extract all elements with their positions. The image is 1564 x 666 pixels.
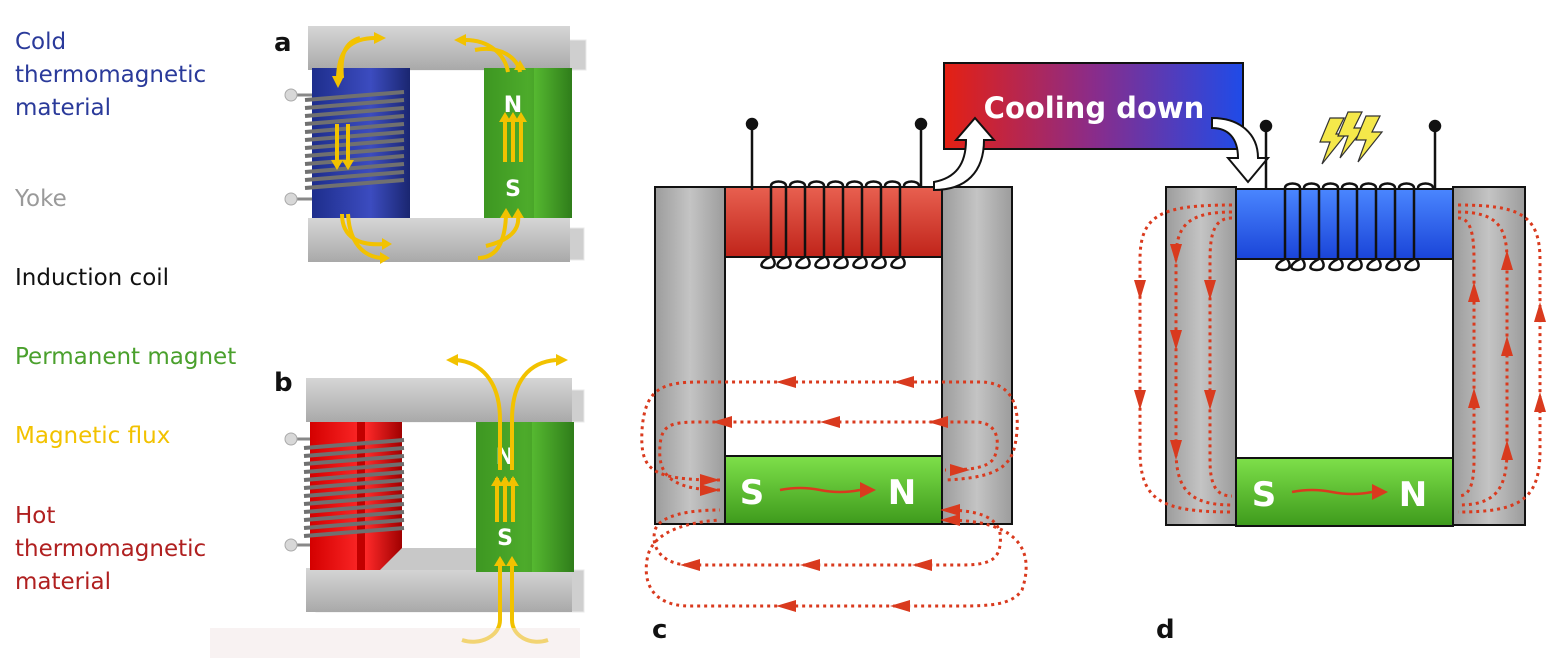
panel-a-device: N S [284, 26, 587, 264]
cooling-down-banner: Cooling down [943, 62, 1244, 150]
panel-c-hot-material [724, 186, 943, 258]
legend-permanent-magnet: Permanent magnet [15, 344, 237, 370]
panel-d-magnet-south: S [1252, 475, 1277, 515]
panel-c-induction-coil [745, 117, 928, 270]
panel-a-flux-arrowheads [331, 32, 527, 264]
panel-d-magnet-north: N [1399, 475, 1427, 515]
panel-d-induction-coil [1259, 119, 1442, 272]
panel-c-device: S N [640, 117, 1028, 612]
panel-d-permanent-magnet [1235, 457, 1454, 527]
panel-a-magnet-south: S [505, 177, 521, 202]
panel-label-d: d [1156, 615, 1175, 645]
panel-d-yoke-right [1452, 186, 1526, 526]
legend-yoke: Yoke [15, 186, 67, 212]
panel-b-device: N S [210, 354, 585, 658]
panel-d-magnetic-flux [1138, 203, 1542, 514]
panel-d-cold-material [1235, 188, 1454, 260]
panel-a-induction-coil [304, 90, 405, 190]
curved-arrow-down-icon [1211, 116, 1271, 184]
panel-label-c: c [652, 615, 668, 645]
panel-a-bottom-yoke [308, 218, 570, 262]
panel-c-magnet-north: N [888, 473, 916, 513]
panel-c-magnet-south: S [740, 473, 765, 513]
panel-c-flux-arrowheads [680, 376, 970, 612]
panel-label-b: b [274, 368, 293, 398]
curved-arrow-up-icon [933, 116, 997, 192]
panel-a-top-yoke [308, 26, 570, 70]
panel-label-a: a [274, 28, 292, 58]
panel-b-top-yoke [306, 378, 572, 422]
panel-c-permanent-magnet [724, 455, 943, 525]
cooling-down-label: Cooling down [984, 91, 1205, 125]
panel-b-induction-coil [303, 438, 405, 538]
panel-c-magnetic-flux [640, 380, 1028, 608]
panel-c-yoke-left [654, 186, 726, 525]
lightning-bolts-icon [1319, 111, 1384, 165]
legend-hot-material: Hot thermomagnetic material [15, 503, 207, 595]
panel-d-device: S N [1134, 111, 1546, 527]
panel-d-flux-arrowheads [1134, 244, 1546, 460]
panel-b-flux-arrowheads [446, 354, 568, 566]
legend-magnetic-flux: Magnetic flux [15, 423, 171, 449]
panel-a-magnet-north: N [504, 93, 522, 118]
legend-induction-coil: Induction coil [15, 265, 170, 291]
legend-cold-material: Cold thermomagnetic material [15, 29, 207, 121]
panel-b-bottom-yoke [306, 568, 572, 612]
panel-b-magnet-south: S [497, 526, 513, 551]
